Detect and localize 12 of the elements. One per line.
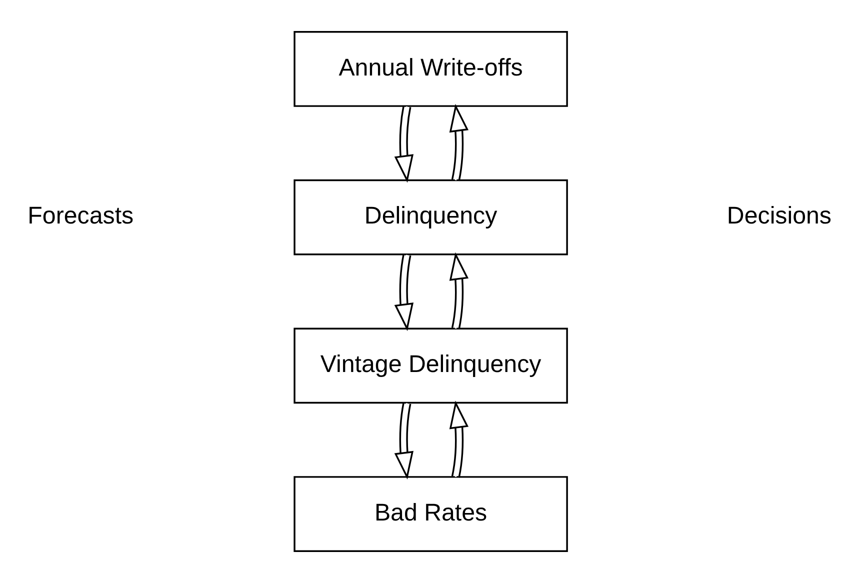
arrow	[449, 252, 469, 330]
arrow	[394, 254, 414, 332]
node-box: Delinquency	[294, 179, 568, 256]
label: Decisions	[726, 202, 832, 230]
arrow	[449, 400, 469, 478]
node-box: Bad Rates	[294, 476, 568, 552]
node-box: Annual Write-offs	[294, 31, 568, 107]
arrow	[394, 106, 414, 183]
node-box: Vintage Delinquency	[294, 328, 568, 404]
arrow	[449, 104, 469, 182]
arrow	[394, 402, 414, 480]
label: Forecasts	[28, 202, 134, 230]
